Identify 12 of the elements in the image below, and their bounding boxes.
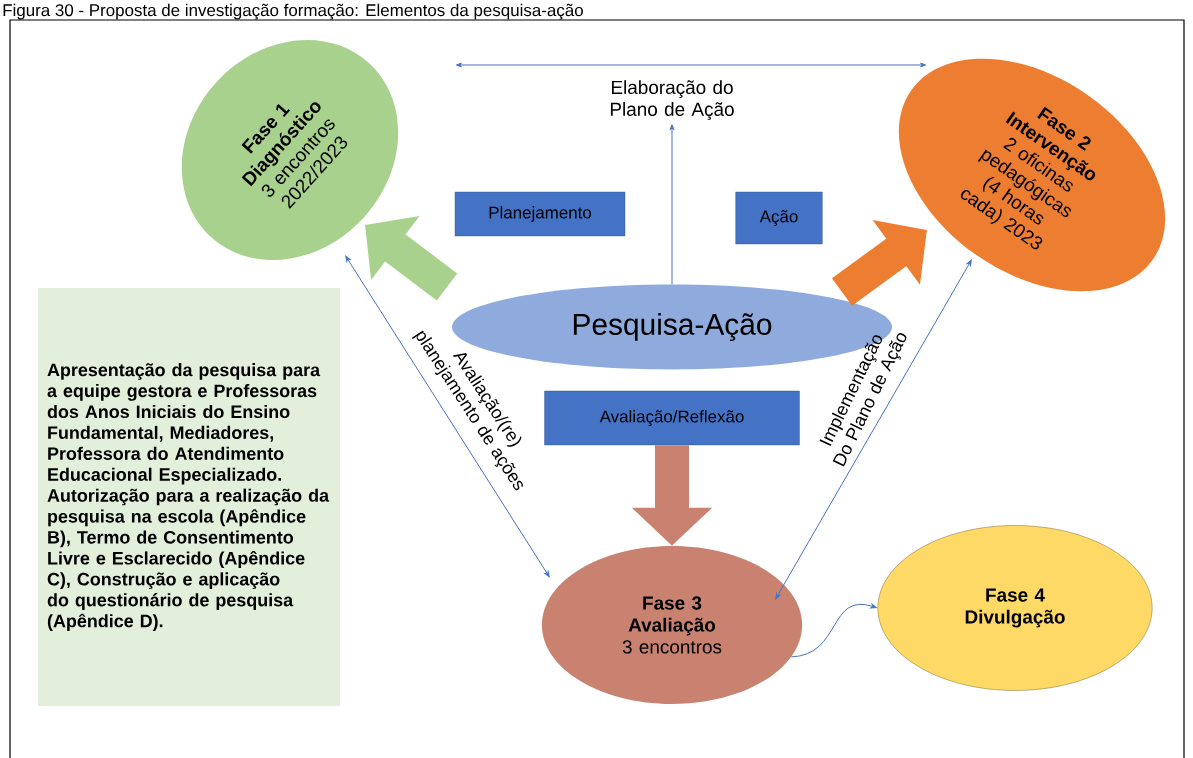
arrow <box>790 603 877 658</box>
arrow <box>345 255 550 578</box>
text-label: Elaboração do Plano de Ação <box>610 80 734 120</box>
block-arrow <box>832 220 927 306</box>
arrow <box>669 124 675 285</box>
process-box: Planejamento <box>454 191 626 237</box>
process-box: Avaliação/Reflexão <box>544 390 800 446</box>
arrow <box>455 62 927 68</box>
arrow <box>775 259 972 600</box>
process-box: Ação <box>735 191 823 245</box>
note-box: Apresentação da pesquisa para a equipe gestora e Professoras dos Anos Iniciais do Ensino Fundamental, Mediadores, Professora do Atendimento Educacional Especializado. Autorização para a realização da pesquisa na escola (Apêndice B), Termo de Consentimento Livre e Esclarecido (Apêndice C), Construção e aplicação do questionário de pesquisa (Apêndice D). <box>38 288 340 706</box>
figure-title: Figura 30 - Proposta de investigação formação: Elementos da pesquisa-ação <box>3 3 583 20</box>
